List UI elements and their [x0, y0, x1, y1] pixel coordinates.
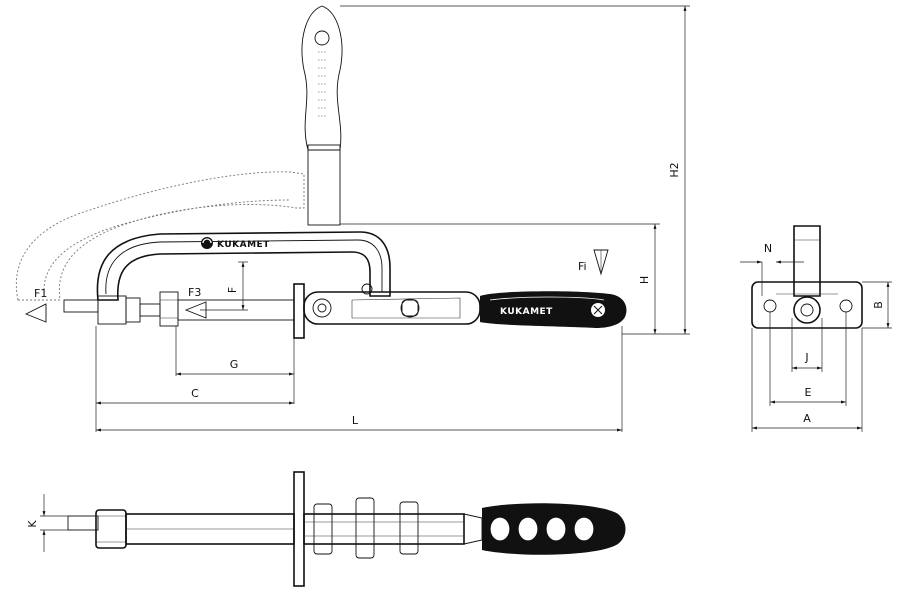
dim-label-H: H [638, 276, 651, 284]
dimension-L: L [96, 414, 622, 432]
dimension-G: G [176, 358, 294, 376]
dim-label-L: L [352, 414, 359, 427]
dim-label-G: G [230, 358, 239, 371]
dim-label-N: N [764, 242, 772, 255]
clamp-arm [96, 231, 391, 301]
force-Fi: Fi [578, 249, 609, 276]
dim-label-B: B [872, 301, 885, 309]
dimension-H2: H2 [668, 6, 687, 334]
end-view: N B J E A [740, 225, 892, 432]
force-label-F3: F3 [188, 286, 201, 299]
dimension-C: C [96, 387, 294, 405]
open-position-arm-inner [43, 199, 291, 291]
logo-text: KUKAMET [217, 240, 270, 250]
lever-linkage [303, 283, 481, 325]
top-view-linkage [303, 497, 483, 559]
vertical-handle-open [301, 5, 343, 226]
dimension-K: K [26, 494, 68, 552]
dim-label-K: K [26, 520, 39, 528]
top-view-spindle-tip [67, 515, 99, 531]
dimension-N: N [740, 242, 804, 264]
dim-label-F: F [226, 287, 239, 293]
open-position-arm-outline [15, 171, 305, 301]
dim-label-H2: H2 [668, 162, 681, 177]
dimension-A: A [752, 412, 862, 430]
end-view-base-plate [751, 281, 863, 329]
arm-logo: KUKAMET [201, 237, 270, 250]
clamp-arm-inner-line [105, 239, 383, 295]
force-F1: F1 [24, 287, 47, 323]
handle-logo-text: KUKAMET [500, 307, 553, 317]
end-view-upright [793, 225, 821, 297]
dimension-E: E [770, 386, 846, 404]
force-label-Fi: Fi [578, 260, 587, 273]
handle-grip: KUKAMET [480, 291, 627, 328]
force-F3: F3 [184, 286, 207, 319]
top-view-base-plate [293, 471, 305, 587]
dim-label-C: C [191, 387, 199, 400]
dim-label-A: A [803, 412, 811, 425]
base-plate [293, 283, 305, 339]
force-label-F1: F1 [34, 287, 47, 300]
dim-label-J: J [804, 351, 808, 364]
dimension-F: F [200, 262, 248, 311]
dim-label-E: E [805, 386, 812, 399]
extension-lines [95, 5, 690, 432]
top-view: K [26, 471, 626, 587]
dimension-J: J [792, 351, 822, 370]
dimension-B: B [872, 282, 890, 328]
side-view: KUKAMET [15, 5, 690, 432]
dimension-H: H [638, 224, 657, 334]
top-view-handle-grip [482, 503, 626, 555]
